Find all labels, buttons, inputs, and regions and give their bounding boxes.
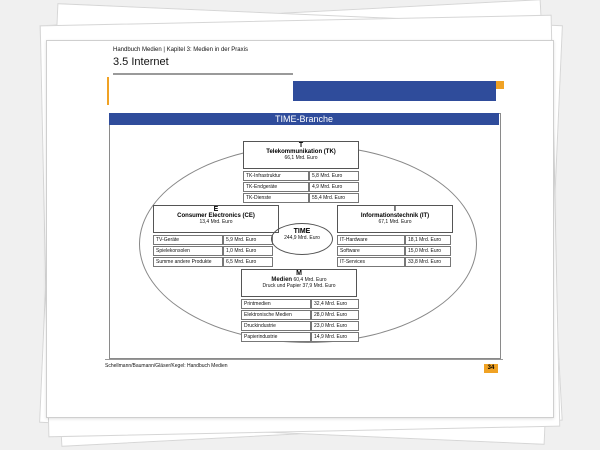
segment-m-box: M Medien 60,4 Mrd. Euro Druck und Papier… <box>241 269 357 297</box>
segment-i-letter: I <box>394 206 396 213</box>
segment-e-row-label: Spielekonsolen <box>153 246 223 256</box>
segment-t-row-label: TK-Endgeräte <box>243 182 309 192</box>
segment-e-box: E Consumer Electronics (CE) 13,4 Mrd. Eu… <box>153 205 279 233</box>
segment-m-row-value: 23,0 Mrd. Euro <box>311 321 359 331</box>
header-divider <box>113 73 293 75</box>
segment-e-value: 13,4 Mrd. Euro <box>199 219 233 225</box>
time-value: 244,9 Mrd. Euro <box>284 235 320 241</box>
segment-m-row-label: Elektronische Medien <box>241 310 311 320</box>
time-center-oval: TIME 244,9 Mrd. Euro <box>271 223 333 255</box>
segment-i-row-label: IT-Hardware <box>337 235 405 245</box>
segment-e-name: Consumer Electronics (CE) <box>177 213 255 219</box>
segment-i-row-value: 18,1 Mrd. Euro <box>405 235 451 245</box>
segment-m-name: Medien <box>271 277 293 283</box>
page-title: 3.5 Internet <box>113 56 169 68</box>
segment-e-row-value: 6,5 Mrd. Euro <box>223 257 273 267</box>
time-title: TIME <box>293 228 311 235</box>
segment-i-row-value: 15,0 Mrd. Euro <box>405 246 451 256</box>
segment-m-letter: M <box>296 270 302 277</box>
segment-m-line: Medien 60,4 Mrd. Euro <box>242 277 356 283</box>
segment-m-row-label: Printmedien <box>241 299 311 309</box>
segment-t-name: Telekommunikation (TK) <box>266 149 336 155</box>
header-kicker: Handbuch Medien | Kapitel 3: Medien in d… <box>113 47 248 53</box>
segment-e-row-label: Summe andere Produkte <box>153 257 223 267</box>
footer-source: Schellmann/Baumann/Gläser/Kegel: Handbuc… <box>105 363 228 369</box>
segment-m-row-value: 14,9 Mrd. Euro <box>311 332 359 342</box>
segment-m-extra: Druck und Papier 37,9 Mrd. Euro <box>262 283 336 289</box>
segment-e-letter: E <box>213 206 219 213</box>
segment-t-row-label: TK-Dienste <box>243 193 309 203</box>
segment-t-value: 66,1 Mrd. Euro <box>284 155 318 161</box>
segment-t-letter: T <box>298 142 304 149</box>
banner-title: TIME-Branche <box>109 113 499 125</box>
segment-e-row-value: 5,9 Mrd. Euro <box>223 235 273 245</box>
segment-i-row-value: 33,8 Mrd. Euro <box>405 257 451 267</box>
footer-divider <box>105 359 503 360</box>
segment-e-row-label: TV-Geräte <box>153 235 223 245</box>
segment-i-row-label: Software <box>337 246 405 256</box>
header-blue-bar <box>293 81 496 101</box>
segment-i-row-label: IT-Services <box>337 257 405 267</box>
segment-t-row-label: TK-Infrastruktur <box>243 171 309 181</box>
header-orange-square <box>496 81 504 89</box>
segment-t-row-value: 55,4 Mrd. Euro <box>309 193 359 203</box>
segment-t-box: T Telekommunikation (TK) 66,1 Mrd. Euro <box>243 141 359 169</box>
segment-m-value: 60,4 Mrd. Euro <box>293 277 327 283</box>
segment-m-row-value: 28,0 Mrd. Euro <box>311 310 359 320</box>
segment-m-row-label: Papierindustrie <box>241 332 311 342</box>
segment-t-row-value: 5,8 Mrd. Euro <box>309 171 359 181</box>
segment-m-row-label: Druckindustrie <box>241 321 311 331</box>
page-number: 34 <box>484 364 498 373</box>
segment-i-value: 67,1 Mrd. Euro <box>378 219 412 225</box>
segment-i-box: I Informationstechnik (IT) 67,1 Mrd. Eur… <box>337 205 453 233</box>
slide-page: Handbuch Medien | Kapitel 3: Medien in d… <box>46 40 554 418</box>
segment-e-row-value: 1,0 Mrd. Euro <box>223 246 273 256</box>
segment-i-name: Informationstechnik (IT) <box>360 213 430 219</box>
header-accent-line <box>107 77 109 105</box>
segment-t-row-value: 4,9 Mrd. Euro <box>309 182 359 192</box>
segment-m-row-value: 32,4 Mrd. Euro <box>311 299 359 309</box>
